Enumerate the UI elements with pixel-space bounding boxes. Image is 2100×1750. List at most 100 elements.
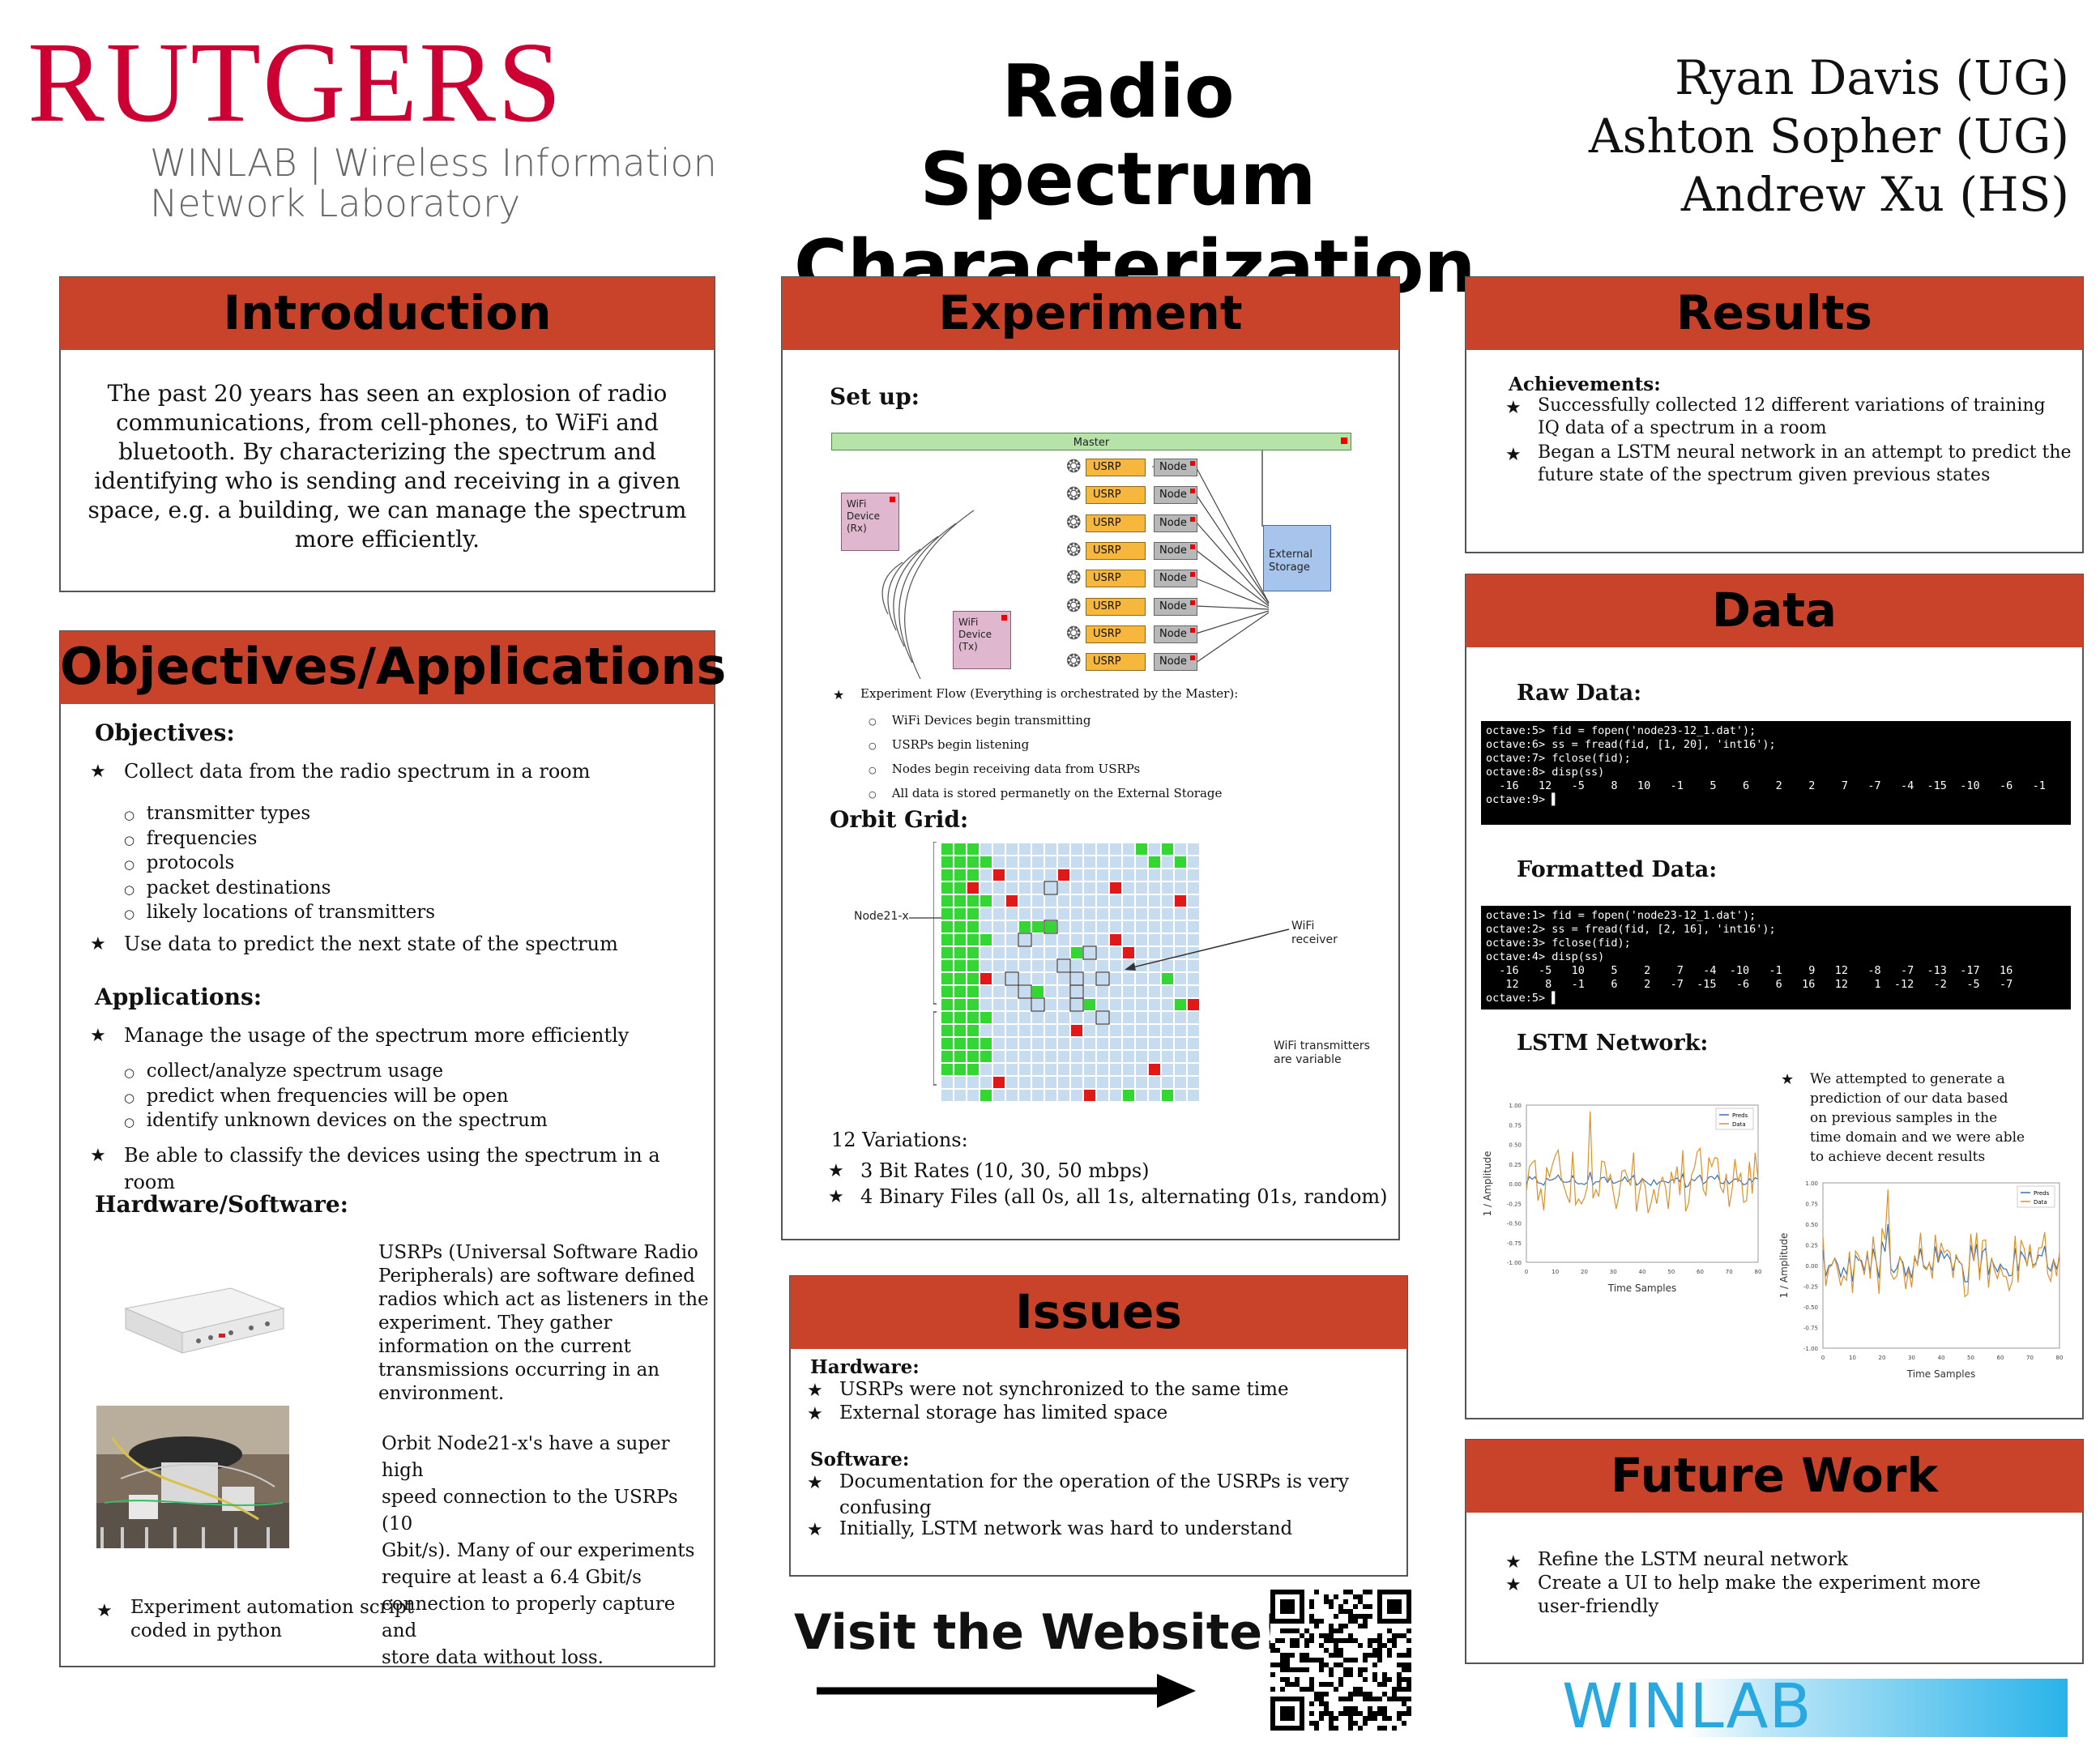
flow-step: All data is stored permanetly on the Ext… <box>891 786 1223 800</box>
grid-node-label: Node21-x <box>854 910 909 923</box>
grid-cell <box>1058 856 1069 868</box>
flow-title: Experiment Flow (Everything is orchestra… <box>860 686 1239 701</box>
x-tick-label: 70 <box>1726 1269 1733 1275</box>
y-tick-label: -0.50 <box>1507 1221 1522 1227</box>
grid-cell <box>1084 1090 1095 1101</box>
x-tick-label: 30 <box>1610 1269 1617 1275</box>
x-tick-label: 80 <box>1755 1269 1762 1275</box>
objectives-heading: Objectives/Applications <box>60 631 726 704</box>
introduction-heading: Introduction <box>60 277 715 350</box>
grid-cell <box>954 1064 966 1075</box>
y-tick-label: 1.00 <box>1509 1103 1522 1109</box>
grid-rx-label-line: WiFi <box>1291 920 1315 933</box>
grid-tx-label-line: are variable <box>1274 1053 1342 1066</box>
wifi-rx-label: WiFi <box>847 498 867 510</box>
grid-cell <box>1123 908 1134 920</box>
grid-cell <box>1149 973 1160 984</box>
grid-cell <box>1175 960 1186 971</box>
grid-cell <box>1110 856 1121 868</box>
orbit-grid-title: Orbit Grid: <box>830 806 969 833</box>
antenna-icon: ❂ <box>1066 651 1082 672</box>
achievement-2-line: Began a LSTM neural network in an attemp… <box>1538 442 2072 463</box>
x-tick-label: 40 <box>1938 1355 1945 1361</box>
achievement-2-line: future state of the spectrum given previ… <box>1538 465 1991 485</box>
grid-cell <box>1123 869 1134 881</box>
grid-cell <box>1032 1025 1044 1036</box>
grid-cell <box>1006 1090 1018 1101</box>
grid-cell <box>1019 895 1031 907</box>
grid-cell <box>1123 843 1134 855</box>
qr-code[interactable] <box>1270 1590 1411 1731</box>
grid-rx-label: WiFi receiver <box>1291 920 1338 947</box>
objective-1-sublist: ○ transmitter types ○ frequencies ○ prot… <box>124 802 435 926</box>
grid-cell <box>1084 908 1095 920</box>
grid-cell <box>1097 1012 1108 1023</box>
achievement-2: Began a LSTM neural network in an attemp… <box>1538 442 2072 487</box>
storage-label: External <box>1269 548 1312 561</box>
intro-line: identifying who is sending and receiving… <box>94 467 681 494</box>
grid-cell <box>1188 1064 1199 1075</box>
circle-bullet-icon: ○ <box>869 741 877 751</box>
grid-cell <box>967 986 979 997</box>
star-icon: ★ <box>807 1520 823 1540</box>
grid-cell <box>1188 973 1199 984</box>
star-icon: ★ <box>1505 445 1522 465</box>
grid-cell <box>1149 895 1160 907</box>
antenna-icon: ❂ <box>1066 540 1082 561</box>
sub-item: frequencies <box>146 827 258 849</box>
star-icon: ★ <box>90 1026 106 1046</box>
grid-cell <box>1019 960 1031 971</box>
circle-bullet-icon: ○ <box>124 832 135 847</box>
grid-cell <box>1097 1051 1108 1062</box>
winlab-subtitle-2: Network Laboratory <box>150 181 521 225</box>
sub-item: protocols <box>146 852 235 873</box>
grid-cell <box>1071 1090 1082 1101</box>
lstm-line: to achieve decent results <box>1810 1149 1986 1165</box>
grid-cell <box>1019 1051 1031 1062</box>
grid-cell <box>967 999 979 1010</box>
grid-cell <box>980 986 992 997</box>
wifi-device-tx: WiFi Device (Tx) <box>953 611 1011 669</box>
grid-cell <box>1058 895 1069 907</box>
grid-cell <box>941 947 953 958</box>
grid-cell <box>1006 986 1018 997</box>
grid-cell <box>954 1038 966 1049</box>
grid-cell <box>1006 934 1018 945</box>
grid-cell <box>993 1025 1005 1036</box>
grid-cell <box>1071 882 1082 894</box>
node-box: Node <box>1154 459 1197 476</box>
grid-cell <box>1032 869 1044 881</box>
grid-cell <box>954 895 966 907</box>
grid-cell <box>1019 843 1031 855</box>
grid-cell <box>1175 908 1186 920</box>
y-tick-label: 0.50 <box>1805 1222 1818 1228</box>
grid-cell <box>1149 986 1160 997</box>
grid-cell <box>1045 1025 1056 1036</box>
automation-script-note: Experiment automation script coded in py… <box>130 1596 414 1643</box>
grid-cell <box>980 947 992 958</box>
lstm-line: We attempted to generate a <box>1810 1071 2005 1087</box>
grid-cell <box>1097 1038 1108 1049</box>
grid-cell <box>1058 1064 1069 1075</box>
winlab-subtitle-1: WINLAB | Wireless Information <box>150 141 717 185</box>
series-data-line <box>1822 1189 2060 1298</box>
circle-bullet-icon: ○ <box>869 789 877 800</box>
y-axis-label: 1 / Amplitude <box>1778 1233 1790 1299</box>
visit-website-text: Visit the Website! <box>794 1604 1285 1661</box>
grid-cell <box>1006 1025 1018 1036</box>
grid-cell <box>1136 921 1147 933</box>
issue-hw-1: USRPs were not synchronized to the same … <box>839 1379 1289 1400</box>
grid-cell <box>1175 973 1186 984</box>
grid-device-outline <box>1044 920 1058 934</box>
usrp-line: Peripherals) are software defined <box>378 1266 695 1287</box>
objective-1: Collect data from the radio spectrum in … <box>124 760 591 783</box>
grid-cell <box>1123 882 1134 894</box>
grid-cell <box>967 921 979 933</box>
grid-cell <box>980 895 992 907</box>
wifi-device-rx: WiFi Device (Rx) <box>841 493 899 551</box>
grid-cell <box>1097 1090 1108 1101</box>
grid-cell <box>1045 908 1056 920</box>
grid-cell <box>1162 1077 1173 1088</box>
usrp-box: USRP <box>1086 541 1146 560</box>
grid-cell <box>1032 1051 1044 1062</box>
